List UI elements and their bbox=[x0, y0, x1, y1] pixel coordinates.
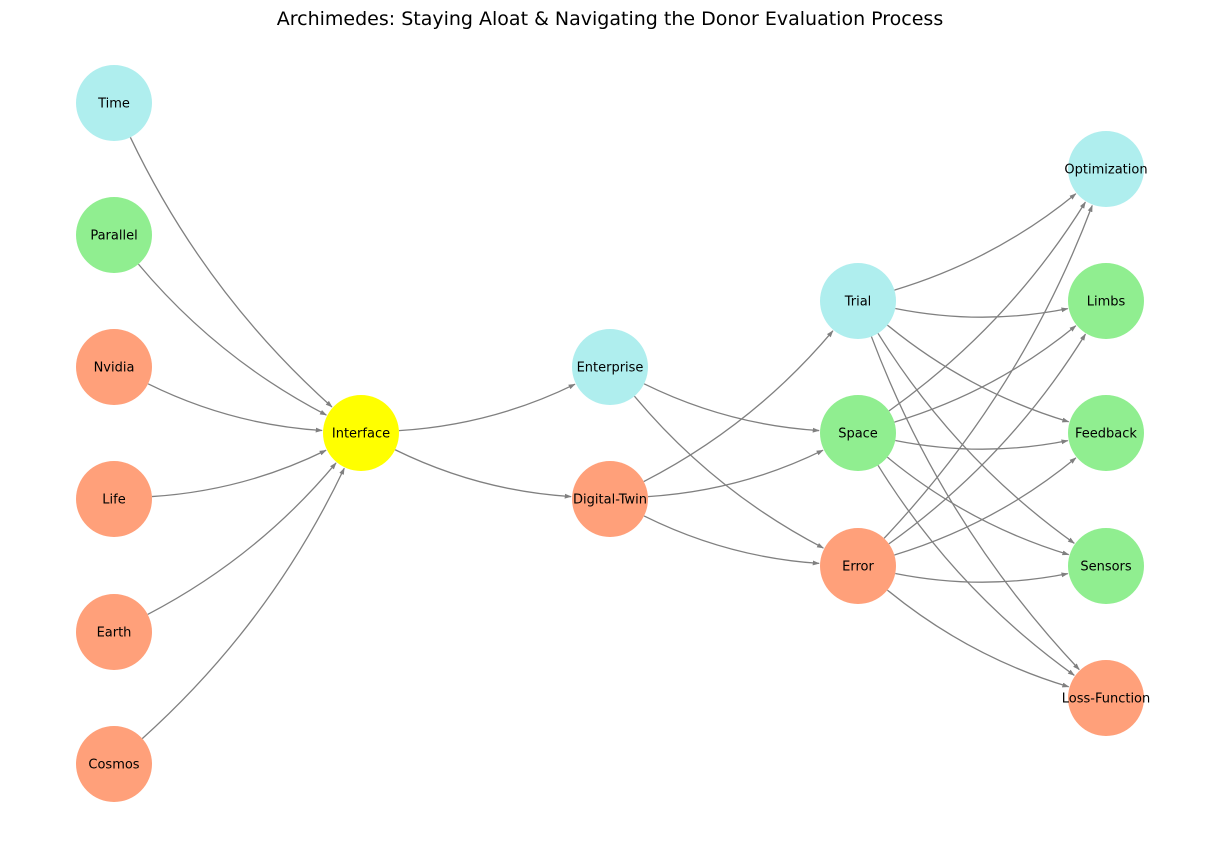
edges-group bbox=[129, 137, 1093, 740]
node-optimization-label: Optimization bbox=[1064, 163, 1147, 178]
edge-trial-to-loss-function bbox=[870, 336, 1080, 671]
node-interface-circle bbox=[323, 395, 399, 471]
node-sensors-circle bbox=[1068, 528, 1144, 604]
node-error: Error bbox=[820, 528, 896, 604]
node-digital-twin: Digital-Twin bbox=[572, 461, 648, 537]
node-trial-label: Trial bbox=[844, 295, 872, 310]
node-limbs-label: Limbs bbox=[1087, 295, 1126, 310]
edge-cosmos-to-interface bbox=[141, 467, 345, 740]
edge-digital-twin-to-space bbox=[647, 449, 824, 498]
edge-enterprise-to-space bbox=[643, 383, 820, 433]
node-parallel-circle bbox=[76, 197, 152, 273]
node-digital-twin-circle bbox=[572, 461, 648, 537]
edge-interface-to-digital-twin bbox=[394, 449, 572, 499]
node-cosmos: Cosmos bbox=[76, 726, 152, 802]
node-trial-circle bbox=[820, 263, 896, 339]
edge-space-to-sensors bbox=[886, 456, 1070, 556]
node-sensors-label: Sensors bbox=[1080, 560, 1132, 575]
node-feedback-label: Feedback bbox=[1075, 427, 1137, 442]
node-digital-twin-label: Digital-Twin bbox=[573, 493, 647, 508]
edge-life-to-interface bbox=[151, 449, 327, 498]
node-interface: Interface bbox=[323, 395, 399, 471]
node-feedback: Feedback bbox=[1068, 395, 1144, 471]
edge-trial-to-feedback bbox=[886, 324, 1070, 423]
edge-digital-twin-to-trial bbox=[643, 330, 834, 483]
node-time-circle bbox=[76, 65, 152, 141]
node-time: Time bbox=[76, 65, 152, 141]
node-error-label: Error bbox=[842, 560, 874, 575]
node-life: Life bbox=[76, 461, 152, 537]
node-nvidia: Nvidia bbox=[76, 329, 152, 405]
node-space-label: Space bbox=[838, 427, 878, 442]
node-earth-label: Earth bbox=[97, 626, 132, 641]
edge-interface-to-enterprise bbox=[398, 383, 576, 432]
node-sensors: Sensors bbox=[1068, 528, 1144, 604]
node-trial: Trial bbox=[820, 263, 896, 339]
node-optimization-circle bbox=[1068, 131, 1144, 207]
node-earth: Earth bbox=[76, 594, 152, 670]
edge-time-to-interface bbox=[129, 137, 333, 408]
node-limbs: Limbs bbox=[1068, 263, 1144, 339]
node-loss-function-circle bbox=[1068, 660, 1144, 736]
edge-digital-twin-to-error bbox=[643, 515, 820, 566]
edge-trial-to-optimization bbox=[894, 193, 1077, 291]
node-life-circle bbox=[76, 461, 152, 537]
node-enterprise: Enterprise bbox=[572, 329, 648, 405]
edge-nvidia-to-interface bbox=[147, 383, 323, 433]
edge-error-to-limbs bbox=[888, 333, 1087, 545]
node-nvidia-circle bbox=[76, 329, 152, 405]
node-nvidia-label: Nvidia bbox=[94, 361, 135, 376]
node-interface-label: Interface bbox=[332, 427, 390, 442]
node-parallel: Parallel bbox=[76, 197, 152, 273]
node-cosmos-label: Cosmos bbox=[88, 758, 139, 773]
edge-error-to-sensors bbox=[895, 572, 1069, 583]
edge-enterprise-to-error bbox=[633, 395, 825, 549]
node-life-label: Life bbox=[102, 493, 125, 508]
node-space: Space bbox=[820, 395, 896, 471]
node-optimization: Optimization bbox=[1064, 131, 1148, 207]
edge-space-to-feedback bbox=[895, 439, 1069, 450]
edge-error-to-loss-function bbox=[886, 589, 1070, 688]
edge-trial-to-limbs bbox=[895, 307, 1069, 318]
node-enterprise-circle bbox=[572, 329, 648, 405]
node-parallel-label: Parallel bbox=[90, 229, 137, 244]
edge-error-to-feedback bbox=[894, 457, 1077, 556]
node-time-label: Time bbox=[97, 97, 130, 112]
node-error-circle bbox=[820, 528, 896, 604]
edge-parallel-to-interface bbox=[137, 263, 327, 416]
edge-space-to-limbs bbox=[894, 325, 1077, 423]
node-feedback-circle bbox=[1068, 395, 1144, 471]
node-loss-function-label: Loss-Function bbox=[1062, 692, 1151, 707]
edge-error-to-optimization bbox=[883, 204, 1093, 539]
node-cosmos-circle bbox=[76, 726, 152, 802]
diagram-title: Archimedes: Staying Aloat & Navigating t… bbox=[277, 8, 943, 30]
edge-earth-to-interface bbox=[147, 462, 337, 616]
edge-space-to-optimization bbox=[888, 201, 1086, 412]
node-space-circle bbox=[820, 395, 896, 471]
node-loss-function: Loss-Function bbox=[1062, 660, 1151, 736]
node-earth-circle bbox=[76, 594, 152, 670]
node-enterprise-label: Enterprise bbox=[577, 361, 644, 376]
edge-space-to-loss-function bbox=[877, 464, 1075, 676]
node-limbs-circle bbox=[1068, 263, 1144, 339]
